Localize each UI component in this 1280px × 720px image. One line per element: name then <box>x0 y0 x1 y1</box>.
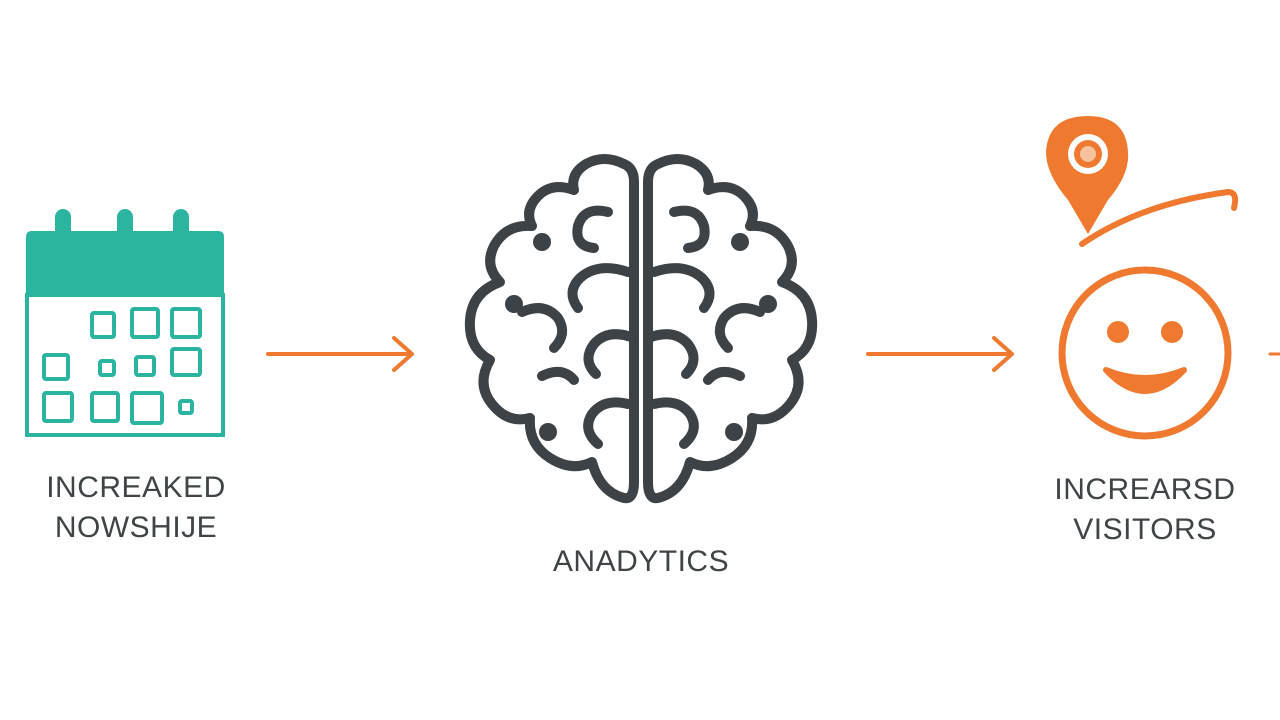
step-label-3-line2: VISITORS <box>1073 513 1217 546</box>
arrow-right-icon <box>266 334 418 374</box>
brain-icon <box>458 152 824 512</box>
step-label-1-line2: NOWSHIJE <box>54 511 218 544</box>
step-label-3-line1: INCREARSD <box>1054 473 1236 506</box>
location-pin-icon <box>1040 112 1240 252</box>
arrow-right-icon <box>866 334 1018 374</box>
step-label-2: ANADYTICS <box>500 542 782 582</box>
step-label-3: INCREARSD VISITORS <box>1010 470 1280 550</box>
step-label-1-line1: INCREAKED <box>46 471 226 504</box>
step-label-2-line1: ANADYTICS <box>552 545 730 578</box>
step-label-1: INCREAKED NOWSHIJE <box>0 468 272 548</box>
arrow-partial-icon <box>1268 350 1280 358</box>
smiley-face-icon <box>1054 262 1236 444</box>
calendar-icon <box>22 205 228 441</box>
